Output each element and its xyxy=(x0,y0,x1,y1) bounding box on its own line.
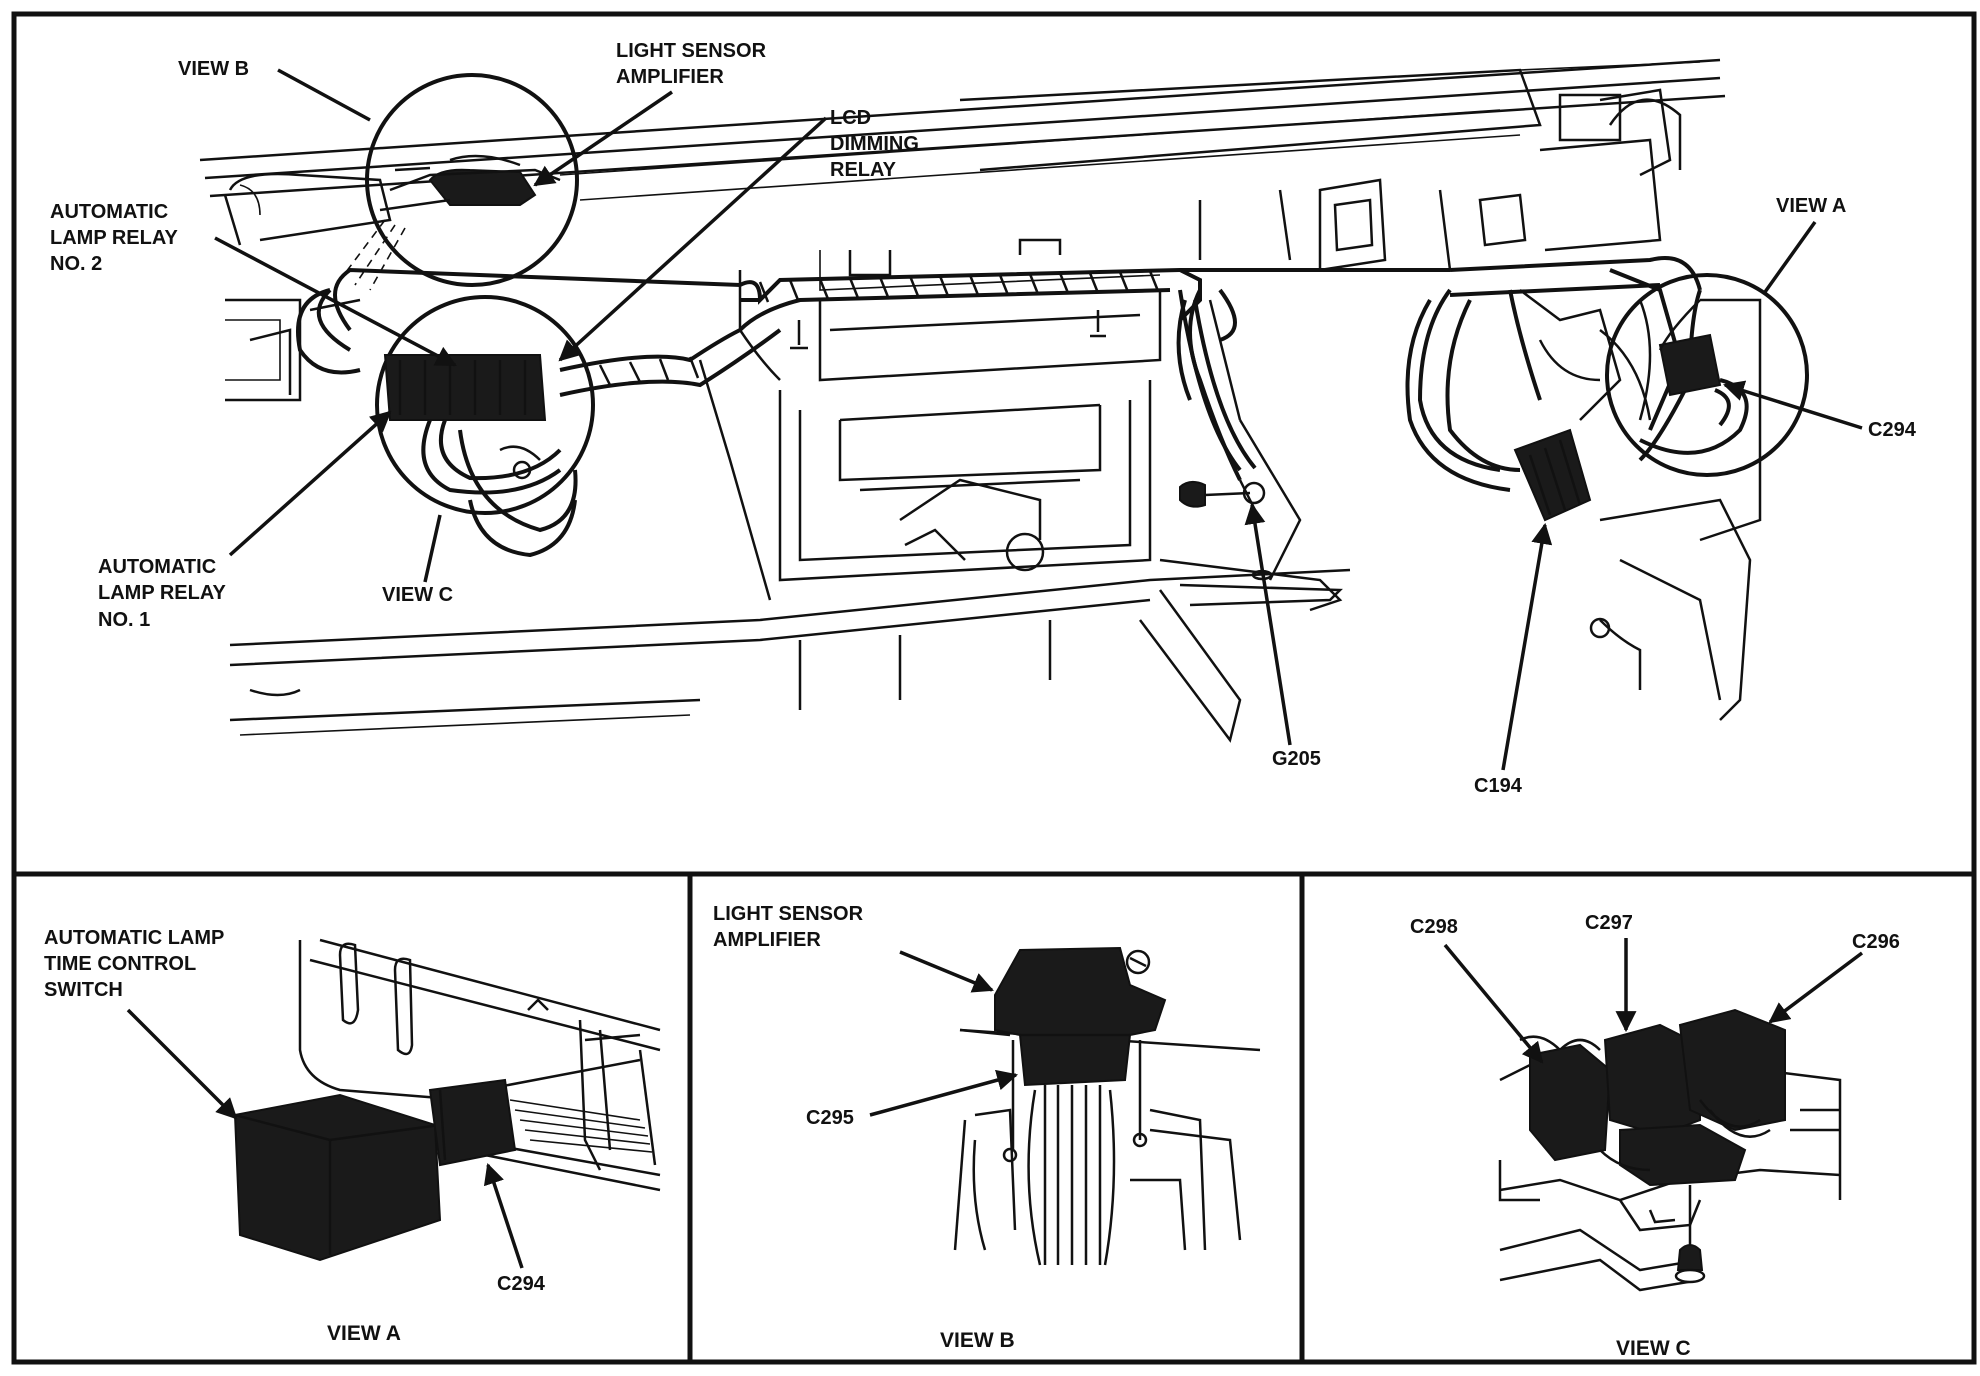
panel-a-artwork xyxy=(233,938,661,1262)
leader-automatic-lamp-relay-1 xyxy=(228,410,392,557)
label-g205: G205 xyxy=(1272,748,1321,770)
leader-automatic-lamp-relay-2 xyxy=(214,236,457,367)
label-c294: C294 xyxy=(1868,419,1917,441)
label-view-a: VIEW A xyxy=(1776,195,1846,217)
label-c296: C296 xyxy=(1852,931,1900,953)
leader-lcd-dimming-relay xyxy=(558,116,828,362)
label-lcd-dimming-relay-line3: RELAY xyxy=(830,159,897,181)
leader-c298 xyxy=(1443,943,1544,1064)
caption-view-a: VIEW A xyxy=(327,1322,401,1345)
label-c194: C194 xyxy=(1474,775,1523,797)
instrument-panel-artwork xyxy=(199,58,1762,743)
label-view-c: VIEW C xyxy=(382,584,453,606)
panel-view-c: C298 C297 C296 VIEW C xyxy=(1410,912,1900,1360)
label-lcd-dimming-relay-line1: LCD xyxy=(830,107,871,129)
label-c295: C295 xyxy=(806,1107,854,1129)
label-c297: C297 xyxy=(1585,912,1633,934)
label-light-sensor-amplifier-line2: AMPLIFIER xyxy=(616,66,724,88)
leader-g205 xyxy=(1244,502,1292,746)
label-automatic-lamp-relay-2-line2: LAMP RELAY xyxy=(50,227,178,249)
leader-view-b xyxy=(277,68,371,122)
label-lcd-dimming-relay-line2: DIMMING xyxy=(830,133,919,155)
leader-c295 xyxy=(869,1069,1019,1117)
diagram-borders xyxy=(11,11,1977,1365)
main-view-labels: VIEW B LIGHT SENSOR AMPLIFIER LCD DIMMIN… xyxy=(50,40,1917,797)
leader-c194 xyxy=(1501,522,1553,771)
label-automatic-lamp-relay-2-line3: NO. 2 xyxy=(50,253,102,275)
label-panel-b-light-sensor-amplifier-line1: LIGHT SENSOR xyxy=(713,903,864,925)
caption-view-b: VIEW B xyxy=(940,1329,1015,1352)
leader-view-a xyxy=(1763,220,1817,294)
label-time-control-switch-line1: AUTOMATIC LAMP xyxy=(44,927,224,949)
panel-view-a: AUTOMATIC LAMP TIME CONTROL SWITCH C294 … xyxy=(44,927,661,1345)
label-panel-a-c294: C294 xyxy=(497,1273,546,1295)
label-c298: C298 xyxy=(1410,916,1458,938)
leader-c294 xyxy=(1722,380,1863,430)
caption-view-c: VIEW C xyxy=(1616,1337,1691,1360)
leader-c296 xyxy=(1768,951,1864,1024)
view-c-callout-circle xyxy=(375,295,595,558)
label-time-control-switch-line3: SWITCH xyxy=(44,979,123,1001)
label-light-sensor-amplifier-line1: LIGHT SENSOR xyxy=(616,40,767,62)
panel-view-b: LIGHT SENSOR AMPLIFIER C295 VIEW B xyxy=(713,903,1261,1352)
leader-time-control-switch xyxy=(126,1008,238,1120)
label-time-control-switch-line2: TIME CONTROL xyxy=(44,953,196,975)
label-automatic-lamp-relay-1-line3: NO. 1 xyxy=(98,609,150,631)
label-view-b: VIEW B xyxy=(178,58,249,80)
label-automatic-lamp-relay-1-line1: AUTOMATIC xyxy=(98,556,216,578)
label-automatic-lamp-relay-2-line1: AUTOMATIC xyxy=(50,201,168,223)
panel-c-artwork xyxy=(1498,1008,1842,1292)
leader-view-c xyxy=(423,514,442,583)
leader-panel-b-light-sensor-amplifier xyxy=(899,950,994,993)
view-a-callout-circle xyxy=(1605,273,1809,477)
label-panel-b-light-sensor-amplifier-line2: AMPLIFIER xyxy=(713,929,821,951)
harness-wrap-stripes xyxy=(598,270,1160,386)
main-view-leaders xyxy=(214,68,1863,771)
leader-panel-a-c294 xyxy=(483,1163,524,1269)
label-automatic-lamp-relay-1-line2: LAMP RELAY xyxy=(98,582,226,604)
leader-light-sensor-amplifier xyxy=(533,90,673,187)
panel-b-artwork xyxy=(953,946,1261,1266)
c194-connector xyxy=(1513,428,1592,522)
